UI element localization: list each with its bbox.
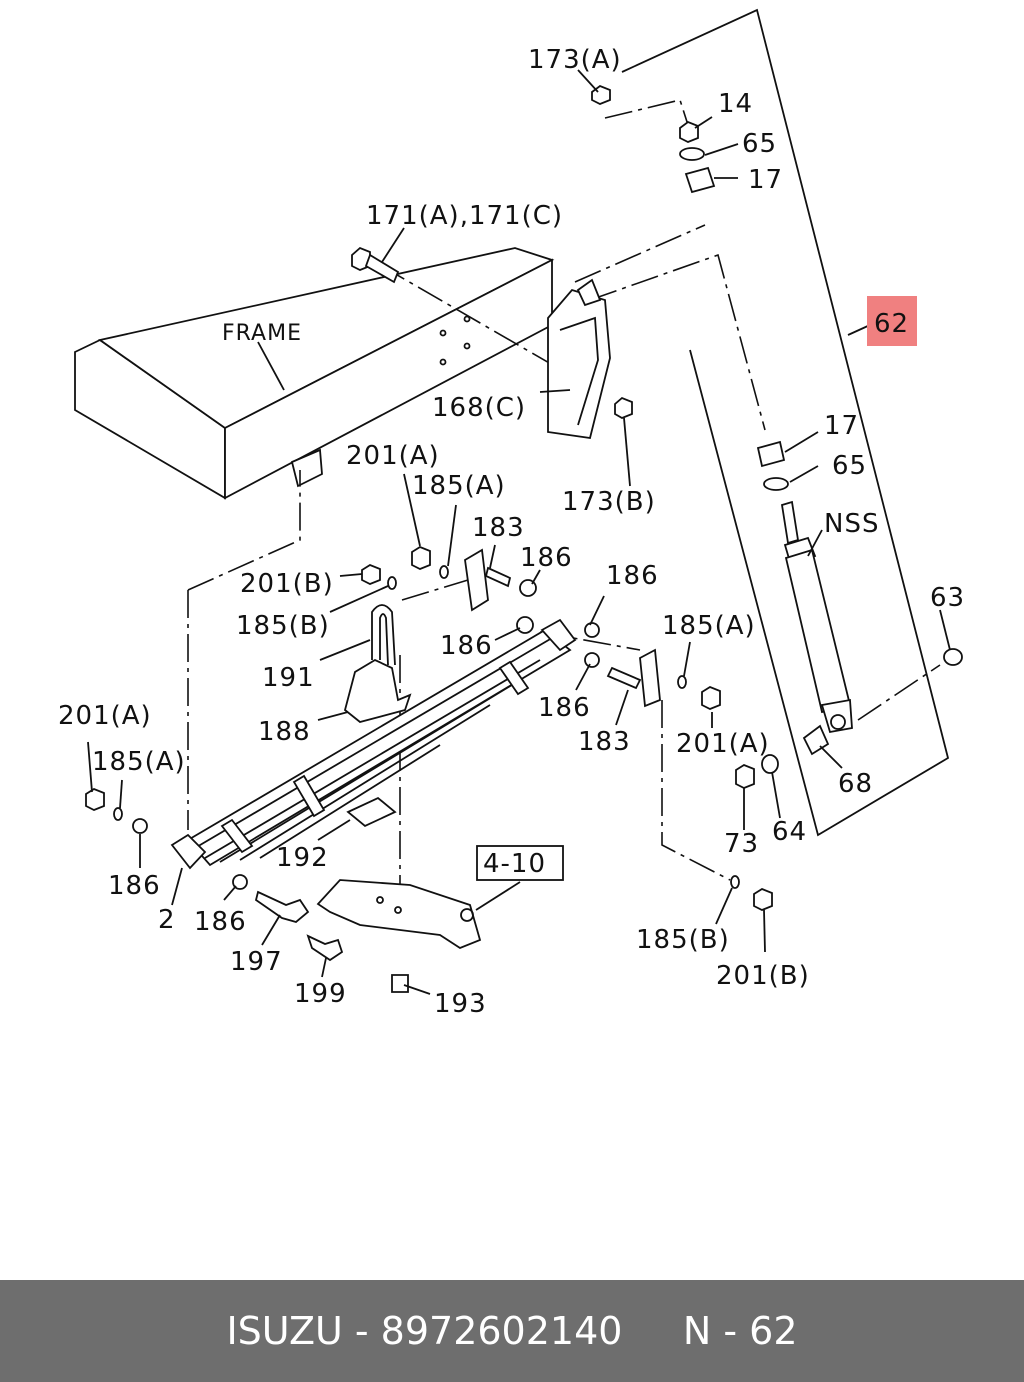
washer-63	[943, 648, 963, 666]
label-193: 193	[434, 989, 487, 1019]
nut-173b	[614, 396, 633, 419]
label-185b-1: 185(B)	[236, 611, 330, 641]
washer-185a-2	[677, 675, 687, 689]
label-191: 191	[262, 663, 315, 693]
saddle-188	[343, 658, 412, 723]
label-nss: NSS	[824, 509, 879, 539]
bush-186-b	[516, 616, 534, 634]
shock-absorber	[780, 500, 853, 734]
label-201a-1: 201(A)	[346, 441, 440, 471]
label-68: 68	[838, 769, 873, 799]
washer-185a-3	[113, 807, 123, 821]
label-63: 63	[930, 583, 965, 613]
label-201a-2: 201(A)	[58, 701, 152, 731]
frame-rail	[74, 247, 555, 500]
bush-186-f	[232, 874, 248, 890]
bolt-171	[351, 246, 400, 284]
washer-185b-1	[387, 576, 397, 590]
label-186-1: 186	[520, 543, 573, 573]
label-201b-1: 201(B)	[240, 569, 334, 599]
label-199: 199	[294, 979, 347, 1009]
u-bolt-191	[371, 604, 396, 666]
lower-bracket	[316, 879, 482, 950]
label-73: 73	[724, 829, 759, 859]
shackle-plate-lower	[639, 648, 661, 708]
label-173b: 173(B)	[562, 487, 656, 517]
label-186-6: 186	[194, 907, 247, 937]
label-frame: FRAME	[222, 321, 302, 346]
label-183-1: 183	[472, 513, 525, 543]
label-201a-3: 201(A)	[676, 729, 770, 759]
label-65-upper: 65	[742, 129, 777, 159]
label-64: 64	[772, 817, 807, 847]
nut-14	[679, 120, 699, 143]
nut-201a-3	[85, 787, 105, 811]
nut-201a-2	[701, 685, 721, 710]
hanger-bracket	[547, 278, 611, 440]
label-168c: 168(C)	[432, 393, 526, 423]
label-185a-3: 185(A)	[92, 747, 186, 777]
nut-201a-1	[411, 545, 431, 570]
pin-183-lower	[606, 666, 642, 690]
label-197: 197	[230, 947, 283, 977]
footer-part-number: 8972602140	[380, 1309, 623, 1353]
pin-183-upper	[484, 566, 512, 588]
footer-brand: ISUZU	[226, 1309, 343, 1353]
label-4-10: 4-10	[483, 849, 546, 879]
label-188: 188	[258, 717, 311, 747]
footer-sep: -	[342, 1309, 381, 1353]
label-62: 62	[874, 309, 909, 339]
footer-gap	[622, 1309, 682, 1353]
label-186-5: 186	[108, 871, 161, 901]
bush-17-upper	[684, 166, 716, 194]
shackle-plate-upper	[464, 548, 489, 612]
bolt-199	[306, 934, 344, 962]
washer-185b-2	[730, 875, 740, 889]
washer-65-upper	[679, 147, 705, 161]
leaf-spring	[170, 618, 577, 870]
nut-201b-1	[361, 563, 381, 585]
bolt-197	[254, 890, 310, 923]
parts-diagram: 173(A) 14 65 17 171(A),171(C) FRAME 62 1…	[58, 8, 965, 1019]
label-17-lower: 17	[824, 411, 859, 441]
label-186-4: 186	[538, 693, 591, 723]
bush-186-c	[584, 622, 600, 638]
washer-185a-1	[439, 565, 449, 579]
label-186-3: 186	[440, 631, 493, 661]
nut-193	[391, 974, 409, 993]
group-outline-62	[621, 8, 950, 837]
callout-labels: 173(A) 14 65 17 171(A),171(C) FRAME 62 1…	[58, 45, 965, 1019]
label-171: 171(A),171(C)	[366, 201, 563, 231]
washer-64	[761, 754, 779, 774]
label-201b-2: 201(B)	[716, 961, 810, 991]
label-17-upper: 17	[748, 165, 783, 195]
label-192: 192	[276, 843, 329, 873]
nut-73	[735, 763, 755, 789]
leader-lines	[87, 69, 951, 995]
bush-186-e	[132, 818, 148, 834]
label-185a-2: 185(A)	[662, 611, 756, 641]
highlight-62	[867, 296, 917, 346]
label-2: 2	[158, 905, 176, 935]
label-185a-1: 185(A)	[412, 471, 506, 501]
bush-17-lower	[756, 440, 786, 468]
ref-box-4-10	[476, 845, 564, 881]
washer-65-lower	[763, 477, 789, 491]
bush-186-d	[584, 652, 600, 668]
plate-192	[346, 796, 397, 828]
label-183-2: 183	[578, 727, 631, 757]
label-65-lower: 65	[832, 451, 867, 481]
label-173a: 173(A)	[528, 45, 622, 75]
footer-bar: ISUZU - 8972602140 N - 62	[0, 1280, 1024, 1382]
nut-201b-2	[753, 887, 773, 911]
label-186-2: 186	[606, 561, 659, 591]
label-185b-2: 185(B)	[636, 925, 730, 955]
label-14: 14	[718, 89, 753, 119]
footer-ref: N - 62	[682, 1309, 798, 1353]
